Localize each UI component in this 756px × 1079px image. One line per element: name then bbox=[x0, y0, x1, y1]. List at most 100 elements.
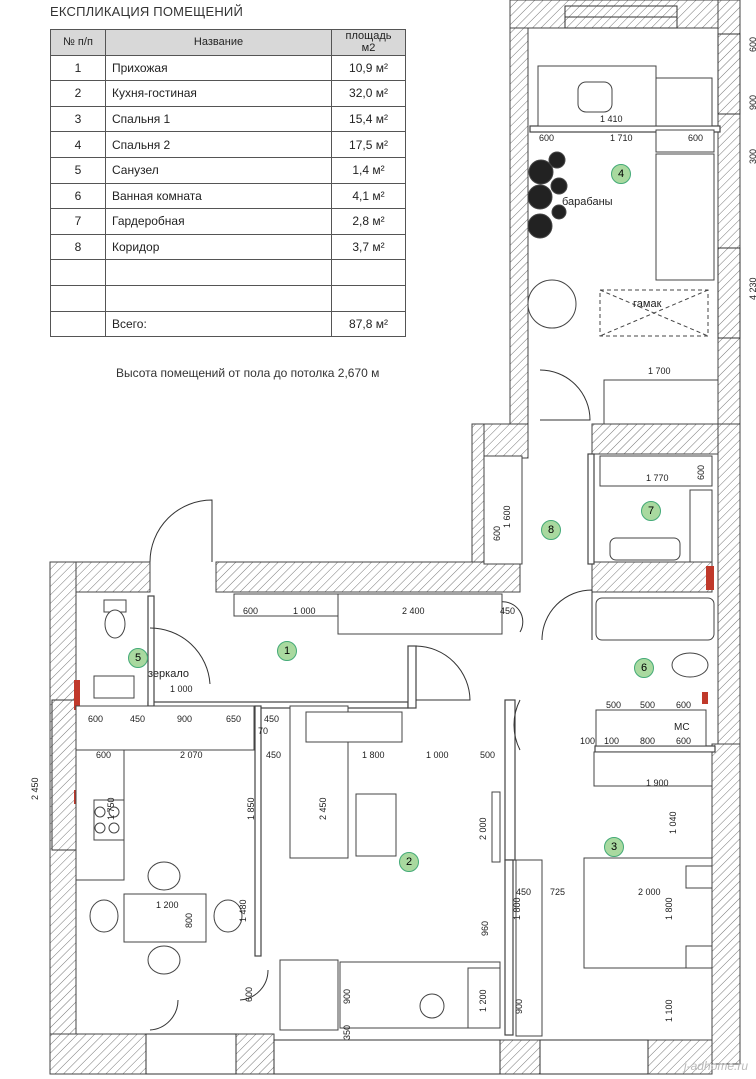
windows bbox=[51, 5, 741, 1075]
dim-d2400: 2 400 bbox=[402, 606, 425, 616]
room-marker-3: 3 bbox=[604, 837, 624, 857]
vdim-v900b: 900 bbox=[514, 998, 524, 1014]
vdim-v960: 960 bbox=[480, 920, 490, 936]
wall-corridor-left-v bbox=[471, 423, 485, 565]
room-marker-2: 2 bbox=[399, 852, 419, 872]
cell-no: 1 bbox=[50, 54, 106, 82]
cell-area: 32,0 м² bbox=[331, 80, 406, 107]
vdim-v1800a: 1 800 bbox=[512, 897, 522, 920]
vdim-v900r: 900 bbox=[748, 94, 756, 110]
cell-name: Гардеробная bbox=[105, 208, 332, 235]
dim-d500c: 500 bbox=[640, 700, 656, 710]
dim-d450b: 450 bbox=[130, 714, 146, 724]
wall-bottom-left bbox=[49, 1033, 147, 1075]
wall-right-mid bbox=[717, 423, 741, 745]
bathtub bbox=[595, 597, 715, 641]
cell-area: 10,9 м² bbox=[331, 54, 406, 82]
wall-top-right bbox=[509, 0, 737, 29]
explication-title: ЕКСПЛИКАЦИЯ ПОМЕЩЕНИЙ bbox=[50, 4, 243, 19]
dining-table bbox=[123, 893, 207, 943]
vdim-v2000: 2 000 bbox=[478, 817, 488, 840]
dim-d1200: 1 200 bbox=[156, 900, 179, 910]
dim-d1710: 1 710 bbox=[610, 133, 633, 143]
dim-d450a: 450 bbox=[500, 606, 516, 616]
dim-d100b: 100 bbox=[604, 736, 620, 746]
dim-d500a: 500 bbox=[480, 750, 496, 760]
ceiling-height-note: Высота помещений от пола до потолка 2,67… bbox=[116, 366, 380, 380]
wall-left-upper bbox=[509, 27, 529, 425]
dim-d500b: 500 bbox=[606, 700, 622, 710]
dim-d1800: 1 800 bbox=[362, 750, 385, 760]
bed-2 bbox=[655, 153, 715, 281]
cell-name: Спальня 2 bbox=[105, 131, 332, 158]
doors bbox=[149, 369, 593, 1031]
dim-d600b: 600 bbox=[688, 133, 704, 143]
dim-d1000a: 1 000 bbox=[170, 684, 193, 694]
header-area: площадь м2 bbox=[331, 29, 406, 56]
bed-top bbox=[655, 77, 713, 127]
wall-bottom-mid bbox=[235, 1033, 275, 1075]
vdim-v900a: 900 bbox=[342, 988, 352, 1004]
dim-d600a: 600 bbox=[539, 133, 555, 143]
dim-d1900: 1 900 bbox=[646, 778, 669, 788]
vdim-v1480: 1 480 bbox=[238, 899, 248, 922]
cell-name: Прихожая bbox=[105, 54, 332, 82]
dim-d725: 725 bbox=[550, 887, 566, 897]
wall-bottom-right bbox=[499, 1039, 541, 1075]
dim-d900: 900 bbox=[177, 714, 193, 724]
dim-d1000c: 1 000 bbox=[426, 750, 449, 760]
vdim-v800: 800 bbox=[184, 912, 194, 928]
cell-area: 15,4 м² bbox=[331, 105, 406, 133]
room-marker-7: 7 bbox=[641, 501, 661, 521]
vdim-v1850: 1 850 bbox=[246, 797, 256, 820]
kitchen-counter bbox=[75, 705, 255, 751]
vdim-v2450a: 2 450 bbox=[30, 777, 40, 800]
dim-d1410: 1 410 bbox=[600, 114, 623, 124]
vdim-v350: 350 bbox=[342, 1024, 352, 1040]
wall-right-lower bbox=[711, 743, 741, 1065]
dim-d450e: 450 bbox=[516, 887, 532, 897]
vdim-v600r: 600 bbox=[748, 36, 756, 52]
mc-label: МС bbox=[674, 722, 690, 733]
wall-hall-top bbox=[215, 561, 521, 593]
cell-name: Кухня-гостиная bbox=[105, 80, 332, 107]
total-label: Всего: bbox=[105, 310, 332, 338]
vdim-v1600: 1 600 bbox=[502, 505, 512, 528]
partitions bbox=[147, 125, 721, 1036]
dim-d600g: 600 bbox=[96, 750, 112, 760]
dim-d600c: 600 bbox=[243, 606, 259, 616]
cell-area: 4,1 м² bbox=[331, 182, 406, 210]
dim-d650: 650 bbox=[226, 714, 242, 724]
vdim-v2450b: 2 450 bbox=[318, 797, 328, 820]
cell-name: Санузел bbox=[105, 156, 332, 184]
room-marker-5: 5 bbox=[128, 648, 148, 668]
table-total-row: Всего:87,8 м² bbox=[50, 310, 406, 338]
vdim-v1040: 1 040 bbox=[668, 811, 678, 834]
total-area: 87,8 м² bbox=[331, 310, 406, 338]
dim-d450d: 450 bbox=[266, 750, 282, 760]
dim-d450c: 450 bbox=[264, 714, 280, 724]
room-marker-6: 6 bbox=[634, 658, 654, 678]
dim-d1700: 1 700 bbox=[648, 366, 671, 376]
cell-name: Спальня 1 bbox=[105, 105, 332, 133]
cell-no: 7 bbox=[50, 208, 106, 235]
dim-d2000h: 2 000 bbox=[638, 887, 661, 897]
dim-d600e: 600 bbox=[676, 700, 692, 710]
vdim-v1800b: 1 800 bbox=[664, 897, 674, 920]
vdim-v600w: 600 bbox=[696, 464, 706, 480]
dim-d2070: 2 070 bbox=[180, 750, 203, 760]
structural-walls bbox=[49, 0, 741, 1075]
round-table bbox=[527, 279, 577, 329]
cell-no: 4 bbox=[50, 131, 106, 158]
dim-d1000b: 1 000 bbox=[293, 606, 316, 616]
drum-kit bbox=[527, 151, 568, 239]
table-header-row: № п/п Название площадь м2 bbox=[50, 29, 406, 56]
wall-right-upper bbox=[717, 0, 741, 441]
